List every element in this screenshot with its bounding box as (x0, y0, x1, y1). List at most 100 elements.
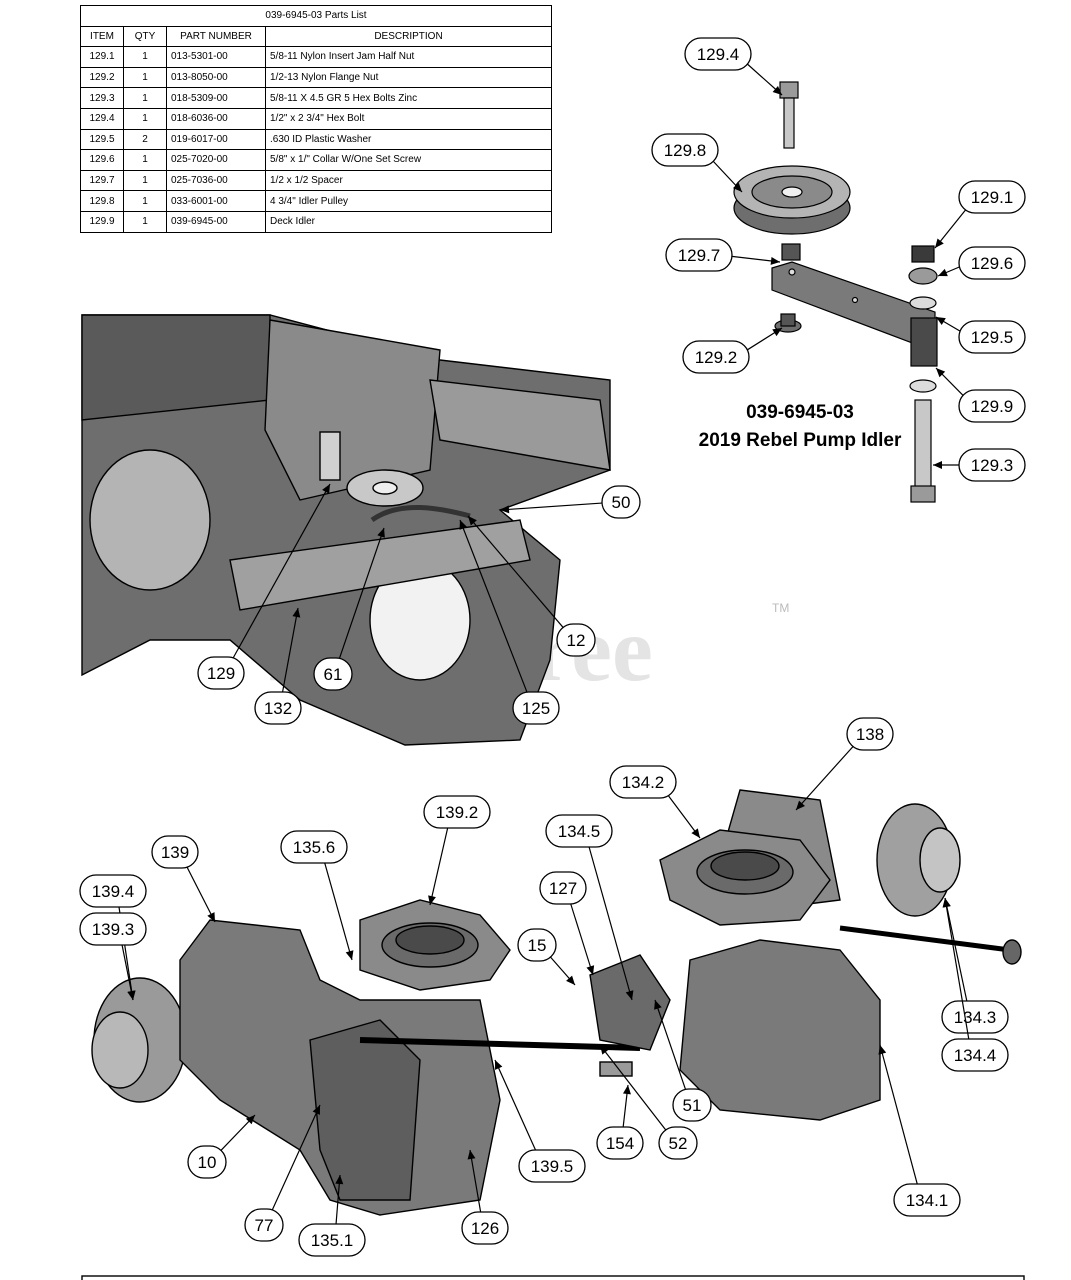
callout-arrowhead (312, 1105, 320, 1115)
callout-leader-line (944, 897, 968, 1002)
callout-arrowhead (933, 461, 942, 469)
callout-c-129-9: 129.9 (935, 367, 1026, 423)
callout-label: 135.6 (293, 838, 336, 857)
callout-c-50: 50 (499, 485, 641, 519)
callout-label: 139.3 (92, 920, 135, 939)
callout-bubble (151, 835, 199, 869)
watermark-tm: TM (772, 601, 789, 615)
callout-label: 134.1 (906, 1191, 949, 1210)
callout-c-129-1: 129.1 (934, 180, 1026, 249)
callout-leader-line (795, 745, 855, 811)
callout-arrowhead (770, 256, 780, 265)
callout-c-134-2: 134.2 (609, 765, 701, 839)
callout-c-135-1: 135.1 (298, 1174, 366, 1257)
callout-bubble (197, 656, 245, 690)
callout-arrowhead (207, 912, 215, 922)
callout-label: 125 (522, 699, 550, 718)
callout-label: 129.4 (697, 45, 740, 64)
callout-leader-line (666, 792, 701, 839)
callout-arrowhead (936, 368, 946, 378)
callout-bubble (846, 717, 894, 751)
callout-leader-line (469, 1149, 482, 1213)
callout-arrowhead (936, 317, 946, 326)
callout-label: 139.4 (92, 882, 135, 901)
callout-c-77: 77 (244, 1104, 321, 1242)
callout-c-134-5: 134.5 (545, 814, 634, 1001)
callout-c-129: 129 (197, 483, 331, 690)
cooling-fan-icon (359, 899, 511, 991)
callout-label: 138 (856, 725, 884, 744)
callout-c-134-1: 134.1 (878, 1044, 961, 1217)
callout-c-134-3: 134.3 (941, 897, 1009, 1034)
callout-c-15: 15 (517, 928, 576, 986)
callout-bubble (941, 1038, 1009, 1072)
callout-c-139-5: 139.5 (494, 1059, 586, 1183)
callout-c-52: 52 (599, 1044, 698, 1160)
callout-bubble (518, 1149, 586, 1183)
callout-arrowhead (377, 528, 385, 538)
callout-c-129-5: 129.5 (935, 316, 1026, 354)
cooling-fan-icon (659, 829, 831, 926)
callout-bubble (280, 830, 348, 864)
callout-c-129-7: 129.7 (665, 238, 781, 272)
callout-arrowhead (772, 86, 782, 95)
fitting-icon (599, 1061, 633, 1077)
collar-icon (908, 267, 938, 285)
callout-bubble (601, 485, 641, 519)
idler-pulley-icon (346, 469, 424, 507)
callout-c-10: 10 (187, 1114, 256, 1179)
callout-arrowhead (772, 328, 782, 337)
callout-arrowhead (500, 505, 510, 514)
callout-bubble (893, 1183, 961, 1217)
callout-leader-line (879, 1044, 919, 1185)
callout-label: 129 (207, 664, 235, 683)
callout-label: 126 (471, 1219, 499, 1238)
linkage-rod-icon (839, 925, 1011, 953)
callout-c-139: 139 (151, 835, 216, 923)
callout-c-139-4: 139.4 (79, 874, 147, 1001)
callout-leader-line (467, 515, 564, 629)
callout-label: 129.9 (971, 397, 1014, 416)
callout-arrowhead (292, 608, 301, 618)
plastic-washer-icon (909, 296, 937, 310)
callout-c-132: 132 (254, 607, 302, 725)
callout-bubble (684, 37, 752, 71)
callout-label: 134.2 (622, 773, 665, 792)
linkage-rod-icon (359, 1037, 641, 1051)
callout-c-51: 51 (654, 999, 712, 1122)
callout-leader-line (569, 902, 594, 976)
callout-label: 127 (549, 879, 577, 898)
callout-label: 139 (161, 843, 189, 862)
callout-arrowhead (622, 1085, 631, 1095)
row-qty: 1 (123, 210, 167, 233)
callout-bubble (658, 1126, 698, 1160)
callout-arrowhead (428, 895, 436, 905)
callout-leader-line (429, 827, 449, 906)
deck-frame-view (81, 314, 611, 746)
callout-label: 77 (255, 1216, 274, 1235)
callout-arrowhead (878, 1045, 887, 1055)
callout-bubble (941, 1000, 1009, 1034)
callout-label: 129.8 (664, 141, 707, 160)
callout-label: 10 (198, 1153, 217, 1172)
callout-label: 12 (567, 631, 586, 650)
callout-arrowhead (691, 828, 700, 838)
idler-pulley-icon (733, 165, 851, 235)
callout-label: 134.5 (558, 822, 601, 841)
callout-bubble (596, 1126, 644, 1160)
callout-c-129-6: 129.6 (937, 246, 1026, 280)
callout-bubble (298, 1223, 366, 1257)
assembly-part-number: 039-6945-03 (746, 402, 854, 423)
callout-arrowhead (245, 1115, 255, 1125)
wheel-hub-icon (876, 803, 961, 917)
callout-arrowhead (942, 898, 951, 908)
callout-c-126: 126 (461, 1149, 509, 1245)
callout-arrowhead (495, 1060, 503, 1070)
callout-arrowhead (335, 1175, 344, 1185)
